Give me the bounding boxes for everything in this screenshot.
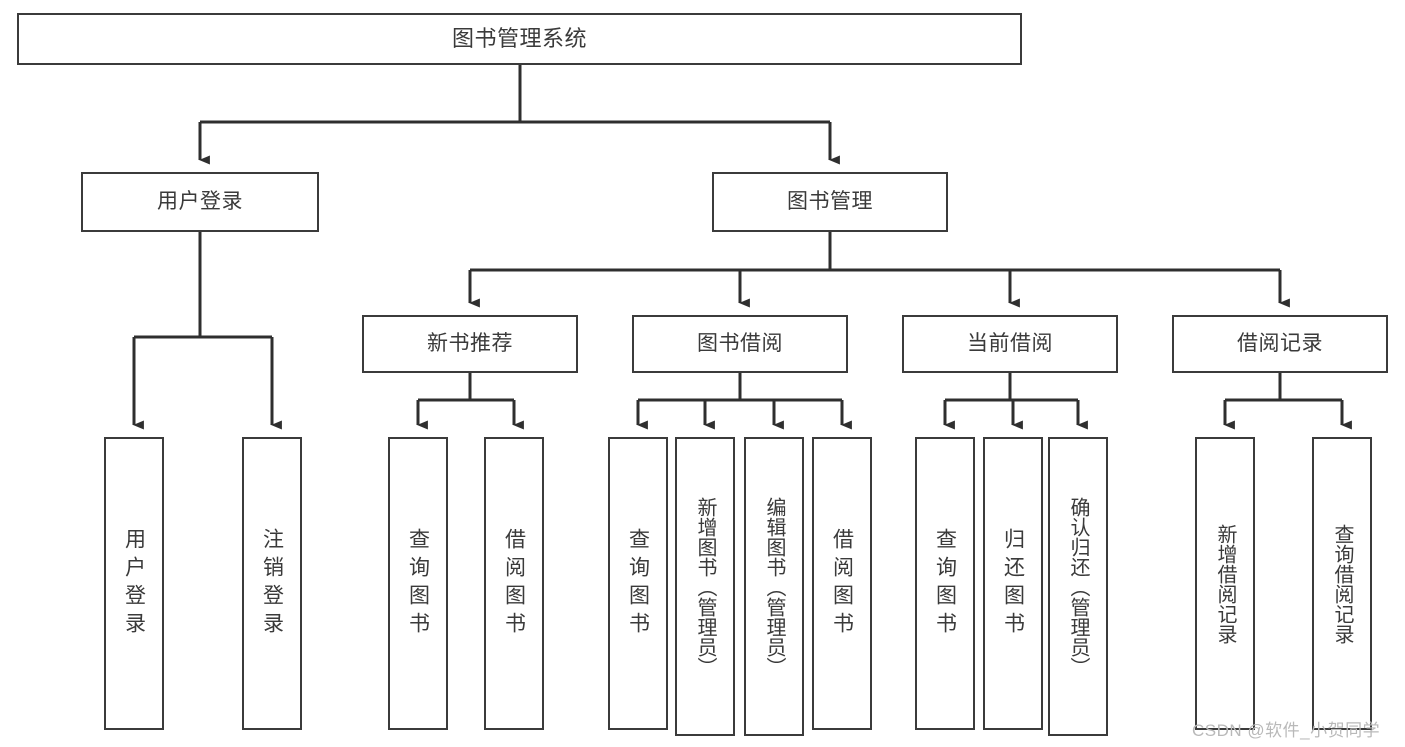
- node-leaf-query-book-2-label: 查询图书: [626, 527, 650, 640]
- node-root[interactable]: 图书管理系统: [17, 13, 1022, 65]
- node-leaf-query-book-1-label: 查询图书: [406, 527, 430, 640]
- node-leaf-return-book-label: 归还图书: [1001, 527, 1025, 640]
- node-leaf-user-login[interactable]: 用户登录: [104, 437, 164, 730]
- node-leaf-confirm-return[interactable]: 确认归还（管理员）: [1048, 437, 1108, 736]
- node-leaf-user-logout-label: 注销登录: [260, 527, 284, 640]
- node-borrow-record-label: 借阅记录: [1237, 331, 1323, 355]
- node-book-borrow-label: 图书借阅: [697, 331, 783, 355]
- node-root-label: 图书管理系统: [451, 26, 587, 52]
- node-leaf-return-book[interactable]: 归还图书: [983, 437, 1043, 730]
- node-user-login[interactable]: 用户登录: [81, 172, 319, 232]
- node-leaf-query-book-1[interactable]: 查询图书: [388, 437, 448, 730]
- node-book-manage-label: 图书管理: [787, 189, 873, 213]
- node-leaf-query-record[interactable]: 查询借阅记录: [1312, 437, 1372, 730]
- node-leaf-borrow-book-1[interactable]: 借阅图书: [484, 437, 544, 730]
- node-leaf-add-record-label: 新增借阅记录: [1214, 523, 1236, 644]
- node-leaf-edit-book-label: 编辑图书（管理员）: [763, 496, 785, 677]
- node-leaf-edit-book[interactable]: 编辑图书（管理员）: [744, 437, 804, 736]
- node-leaf-confirm-return-label: 确认归还（管理员）: [1067, 496, 1089, 677]
- node-leaf-add-record[interactable]: 新增借阅记录: [1195, 437, 1255, 730]
- node-new-book-rec[interactable]: 新书推荐: [362, 315, 578, 373]
- node-leaf-borrow-book-2-label: 借阅图书: [830, 527, 854, 640]
- node-book-manage[interactable]: 图书管理: [712, 172, 948, 232]
- node-leaf-query-book-3[interactable]: 查询图书: [915, 437, 975, 730]
- node-leaf-query-book-3-label: 查询图书: [933, 527, 957, 640]
- node-leaf-borrow-book-1-label: 借阅图书: [502, 527, 526, 640]
- node-borrow-record[interactable]: 借阅记录: [1172, 315, 1388, 373]
- node-current-borrow[interactable]: 当前借阅: [902, 315, 1118, 373]
- node-user-login-label: 用户登录: [157, 189, 243, 213]
- node-leaf-borrow-book-2[interactable]: 借阅图书: [812, 437, 872, 730]
- node-leaf-user-login-label: 用户登录: [122, 527, 146, 640]
- node-leaf-add-book[interactable]: 新增图书（管理员）: [675, 437, 735, 736]
- node-current-borrow-label: 当前借阅: [967, 331, 1053, 355]
- node-leaf-query-record-label: 查询借阅记录: [1331, 523, 1353, 644]
- node-leaf-query-book-2[interactable]: 查询图书: [608, 437, 668, 730]
- node-leaf-user-logout[interactable]: 注销登录: [242, 437, 302, 730]
- node-new-book-rec-label: 新书推荐: [427, 331, 513, 355]
- node-leaf-add-book-label: 新增图书（管理员）: [694, 496, 716, 677]
- node-book-borrow[interactable]: 图书借阅: [632, 315, 848, 373]
